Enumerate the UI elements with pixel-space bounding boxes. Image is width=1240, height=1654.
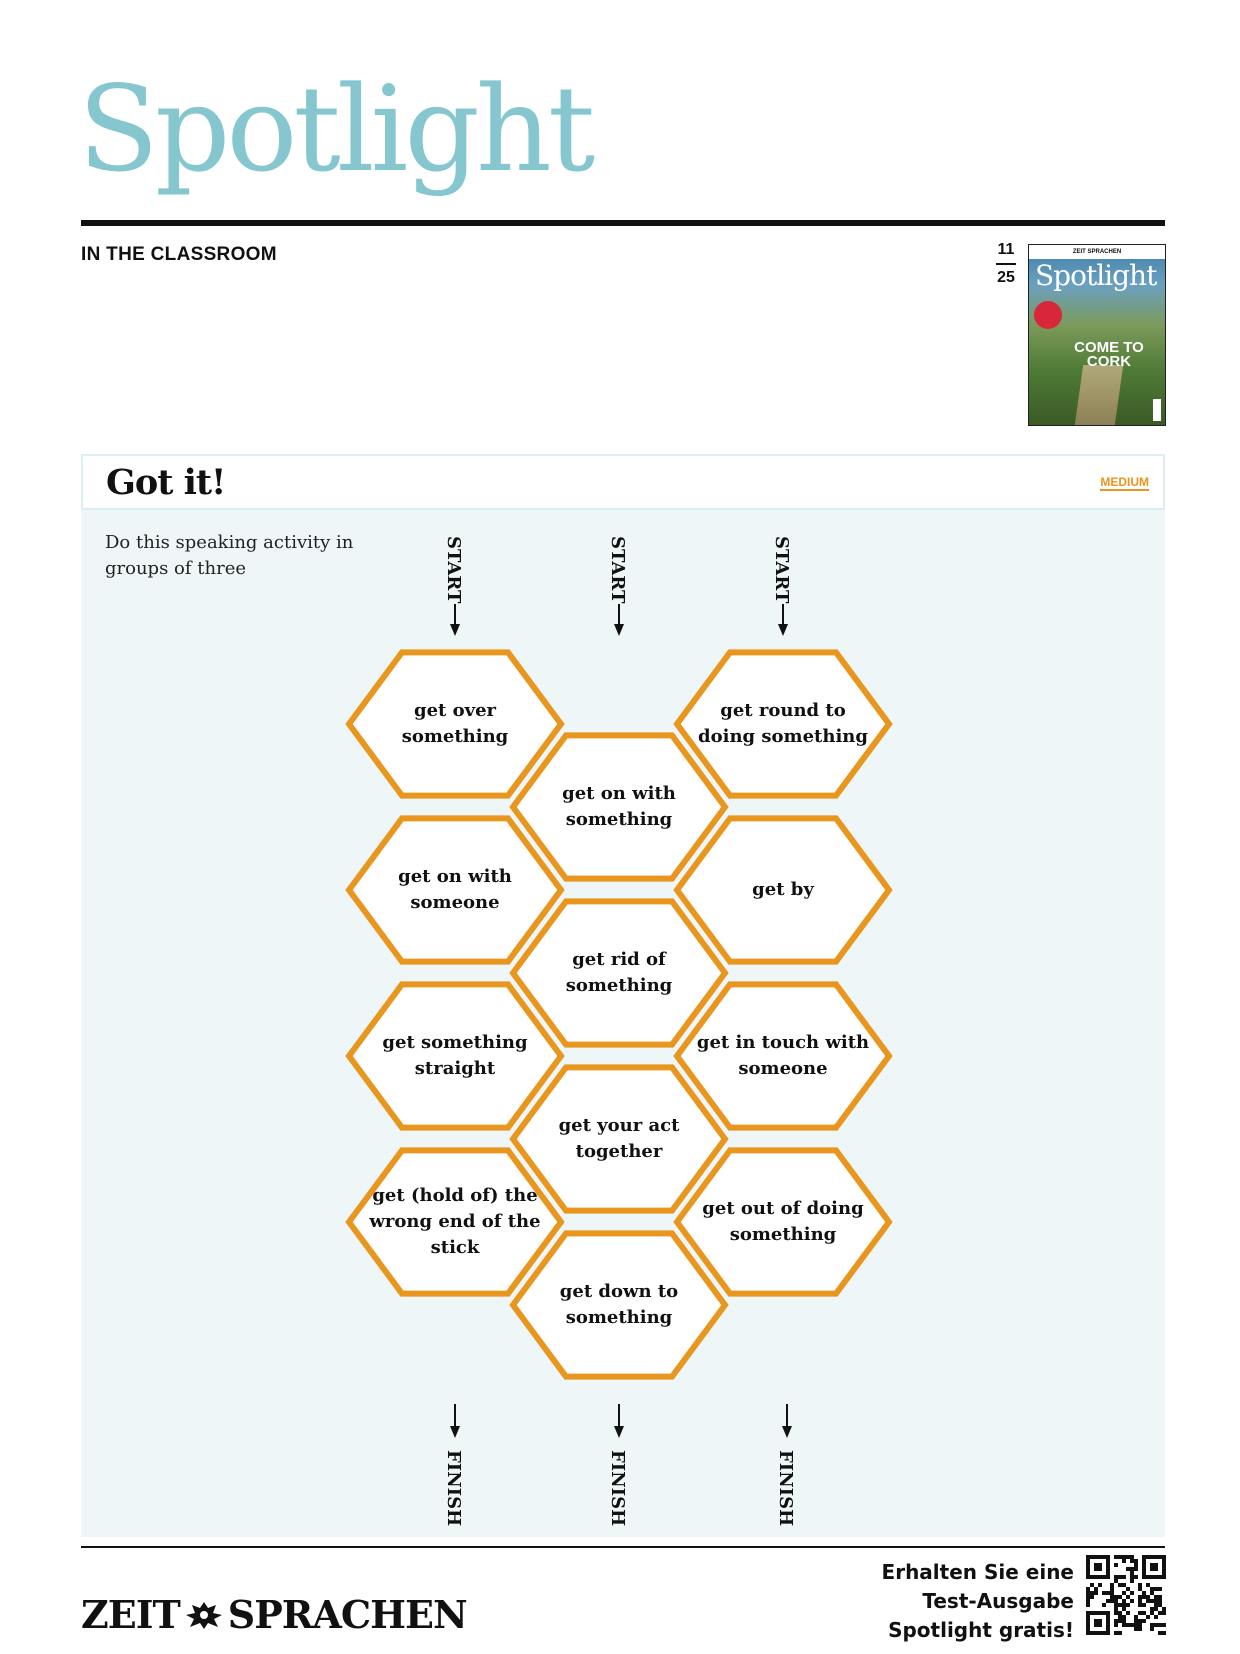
hexagon-cell <box>673 649 893 799</box>
magazine-cover-image[interactable]: ZEIT SPRACHEN Spotlight COME TO CORK <box>1028 244 1166 426</box>
start-arrowhead-icon <box>614 624 624 636</box>
footer-rule <box>81 1546 1165 1548</box>
activity-title: Got it! <box>106 462 226 503</box>
section-label: IN THE CLASSROOM <box>81 244 277 265</box>
promo-line-3: Spotlight gratis! <box>888 1618 1074 1642</box>
activity-header: Got it! MEDIUM <box>81 454 1165 510</box>
hexagon-cell <box>673 1147 893 1297</box>
hexagon-cell <box>345 981 565 1131</box>
finish-arrowhead-icon <box>614 1426 624 1438</box>
hexagon-label: get in touch with someone <box>696 1032 870 1079</box>
start-label: START <box>771 536 792 604</box>
hexagon-label: get down to something <box>559 1281 679 1328</box>
finish-arrowhead-icon <box>450 1426 460 1438</box>
activity-instructions: Do this speaking activity in groups of t… <box>105 532 354 579</box>
hexagon-label: get (hold of) the wrong end of the stick <box>369 1185 541 1258</box>
finish-label: FINISH <box>775 1450 796 1526</box>
hexagon-cell <box>673 981 893 1131</box>
cover-headline: COME TO CORK <box>1074 339 1144 370</box>
cover-barcode-icon <box>1153 399 1161 421</box>
start-label: START <box>607 536 628 604</box>
brand-logo: Spotlight <box>78 60 595 198</box>
cover-masthead: ZEIT SPRACHEN <box>1029 245 1165 259</box>
hexagon-label: get something straight <box>382 1032 528 1079</box>
issue-number: 11 25 <box>994 242 1018 286</box>
hexagon-label: get round to doing something <box>698 700 868 747</box>
issue-year: 25 <box>997 269 1015 286</box>
hexagon-cell <box>345 815 565 965</box>
hexagon-label: get on with someone <box>398 866 512 913</box>
promo-line-1: Erhalten Sie eine <box>881 1560 1074 1584</box>
hexagon-cell <box>509 898 729 1048</box>
hexagon-label: get on with something <box>562 783 676 830</box>
hexagon-cell <box>509 732 729 882</box>
issue-divider <box>996 263 1016 265</box>
hexagon-cell <box>345 1147 565 1297</box>
issue-month: 11 <box>997 241 1015 258</box>
hexagon-cell <box>345 649 565 799</box>
hexagon-label: get out of doing something <box>702 1198 864 1245</box>
eagle-crest-icon <box>185 1602 222 1629</box>
hexagon-label: get rid of something <box>565 949 673 996</box>
start-arrowhead-icon <box>450 624 460 636</box>
start-arrowhead-icon <box>778 624 788 636</box>
hexagon-label: get over something <box>401 700 509 747</box>
promo-text[interactable]: Erhalten Sie eine Test-Ausgabe Spotlight… <box>882 1558 1074 1645</box>
finish-label: FINISH <box>607 1450 628 1526</box>
publisher-logo: ZEIT SPRACHEN <box>81 1592 468 1637</box>
difficulty-badge: MEDIUM <box>1100 475 1149 491</box>
cover-title: Spotlight <box>1035 259 1157 292</box>
promo-line-2: Test-Ausgabe <box>922 1589 1074 1613</box>
qr-code-icon[interactable] <box>1086 1555 1166 1635</box>
start-label: START <box>443 536 464 604</box>
hexagon-cell <box>509 1230 729 1380</box>
cover-badge-icon <box>1034 301 1062 329</box>
publisher-name-right: SPRACHEN <box>227 1592 468 1637</box>
finish-label: FINISH <box>443 1450 464 1526</box>
hexagon-cell <box>509 1064 729 1214</box>
hexagon-cell <box>673 815 893 965</box>
hexagon-label: get your act together <box>558 1115 680 1162</box>
finish-arrowhead-icon <box>782 1426 792 1438</box>
hexagon-label: get by <box>752 879 814 900</box>
publisher-name-left: ZEIT <box>81 1592 181 1637</box>
header-rule <box>81 220 1165 226</box>
